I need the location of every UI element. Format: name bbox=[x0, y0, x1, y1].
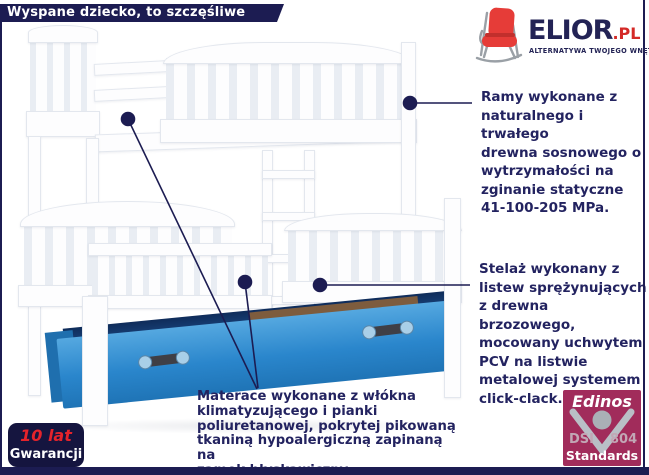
note-slats: Stelaż wykonany z listew sprężynujących … bbox=[479, 261, 647, 407]
bed-side-rail-lower bbox=[93, 86, 169, 102]
bed-ladder-rung bbox=[262, 170, 315, 179]
edinos-bottom: Standards bbox=[566, 448, 638, 463]
bed-headboard-bottom-arch bbox=[20, 201, 235, 227]
chair-icon bbox=[475, 7, 523, 63]
edinos-brand: Edinos bbox=[572, 392, 632, 411]
bed-corner-post-top-right bbox=[401, 42, 416, 224]
bed-front-guard-slats bbox=[92, 254, 268, 298]
frame-border-bottom bbox=[0, 467, 649, 475]
bed-bottom-guard-slats bbox=[288, 227, 458, 285]
elior-logo: ELIOR.PL ALTERNATYWA TWOJEGO WNĘTRZA bbox=[472, 5, 649, 63]
bed-headboard-top-arch bbox=[28, 25, 98, 43]
edinos-right: 804 bbox=[610, 432, 637, 447]
frame-border-left bbox=[0, 18, 2, 468]
edinos-left: DSI bbox=[569, 432, 594, 447]
bed-headboard-top-slats bbox=[30, 38, 96, 120]
logo-tld: .PL bbox=[612, 24, 641, 43]
edinos-check-icon bbox=[569, 408, 635, 456]
bed-shadow bbox=[50, 418, 450, 434]
note-mattress: Materace wykonane z włókna klimatyzujące… bbox=[197, 389, 456, 475]
note-frames: Ramy wykonane z naturalnego i trwałego d… bbox=[481, 89, 642, 216]
headline-banner: Wyspane dziecko, to szczęśliwe dziecko bbox=[0, 4, 284, 22]
bed-headboard-top-bar bbox=[26, 111, 100, 137]
bed-top-guard-slats bbox=[166, 58, 412, 128]
logo-tagline: ALTERNATYWA TWOJEGO WNĘTRZA bbox=[529, 47, 649, 55]
bed-front-guard-top-bar bbox=[88, 243, 272, 256]
bed-top-guard-top-bar bbox=[163, 42, 414, 64]
bed-leg-front-left bbox=[82, 296, 108, 426]
warranty-badge: 10 lat Gwarancji bbox=[8, 423, 84, 467]
bed-front-guard-bottom-bar bbox=[88, 295, 272, 309]
bed-leg-right bbox=[444, 198, 461, 398]
warranty-years: 10 lat bbox=[20, 426, 72, 445]
logo-wordmark: ELIOR.PL bbox=[528, 15, 640, 46]
edinos-badge: Edinos DSI 804 Standards bbox=[563, 390, 641, 466]
warranty-word: Gwarancji bbox=[9, 447, 83, 462]
bed-top-guard-bottom-bar bbox=[160, 119, 417, 143]
frame-border-right bbox=[643, 0, 645, 468]
bed-side-rail-upper bbox=[93, 60, 169, 76]
logo-brand: ELIOR bbox=[528, 15, 613, 46]
